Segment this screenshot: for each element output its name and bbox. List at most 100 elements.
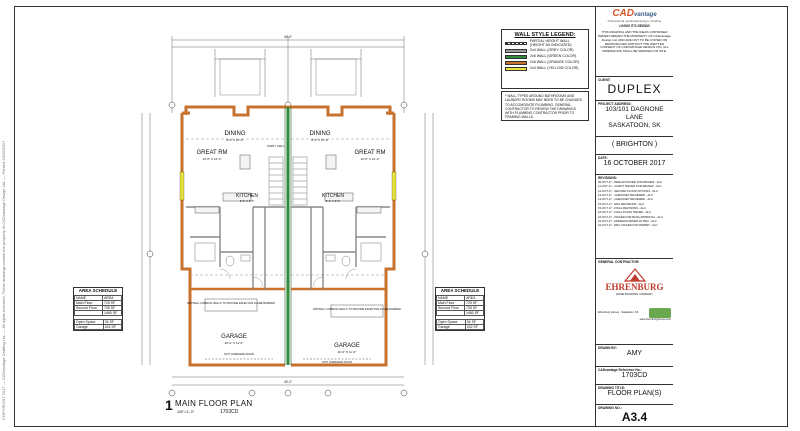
- designer-logo-cell: CADvantage Professional residential desi…: [596, 7, 673, 77]
- room-dim-dining-left: 8'-6" X 10'-0": [226, 138, 243, 142]
- address-cell: PROJECT ADDRESS: 103/101 DAGNONE LANE SA…: [596, 101, 673, 137]
- revision-item: 16-OCT-17 - ADDRESS ADDED W/ REV - ALC: [598, 218, 657, 223]
- logo-accent-text: vantage: [633, 12, 657, 18]
- reference-label: CADvantage Reference No.:: [598, 368, 642, 372]
- room-label-great-right: GREAT RM: [354, 150, 385, 156]
- legend-row: 2x6 WALL (ORANGE COLOR): [505, 61, 585, 66]
- garage-note-left: DRYWALL COMMON WALLS TO PROVIDE EFFECTIV…: [187, 301, 275, 305]
- logo-tagline: LIVING IT'S DESIGN: [619, 24, 650, 28]
- interior-walls: [186, 206, 390, 289]
- title-block: CADvantage Professional residential desi…: [595, 7, 673, 426]
- plan-ref: 1703CD: [220, 409, 239, 415]
- model-cell: ( BRIGHTON ): [596, 137, 673, 155]
- table-cell: [74, 309, 103, 316]
- revisions-label: REVISIONS:: [598, 176, 618, 180]
- beams: [186, 138, 390, 276]
- logo-main-text: CAD: [612, 8, 634, 19]
- drawing-number-label: DRAWING NO.:: [598, 406, 622, 410]
- revision-item: 15-OCT-17 - ENG REVISIONS - ALC: [598, 201, 645, 206]
- drawing-number-value: A3.4: [621, 410, 648, 424]
- room-dim-kitchen-left: 8'-6" X 9'-0": [240, 199, 255, 203]
- area-schedule-title: AREA SCHEDULE: [78, 288, 118, 293]
- revision-item: 05-OCT-17 - PRELIM ISSUED FOR REVIEW - A…: [598, 180, 663, 184]
- plan-number: 1: [165, 397, 173, 413]
- legend-swatch-partial: [505, 42, 527, 46]
- address-line-2: SASKATOON, SK: [608, 122, 661, 130]
- client-label: CLIENT:: [598, 78, 611, 82]
- upper-deck-outlines: [219, 58, 357, 96]
- table-cell: Garage: [74, 323, 104, 330]
- revision-item: 13-OCT-17 - CHECKSET REVIEWED - ALC: [598, 192, 653, 197]
- room-label-kitchen-right: KITCHEN: [322, 193, 344, 199]
- table-cell: 242 SF: [102, 323, 123, 330]
- legend-swatch-green: [505, 55, 527, 60]
- legend-swatch-yellow: [505, 67, 527, 72]
- revision-item: 16-OCT-17 - ISSUED FOR BLDG APPROVAL - A…: [598, 214, 663, 219]
- room-dim-great-left: 13'-0" X 12'-0": [203, 157, 222, 161]
- plan-title: MAIN FLOOR PLAN: [175, 399, 253, 408]
- revision-item: 16-OCT-17 - FINAL PLANS ISSUED - ALC: [598, 210, 652, 215]
- legend-label: PARTIAL HEIGHT WALL (HEIGHT AS INDICATED…: [530, 39, 572, 47]
- revision-item: 15-OCT-17 - FINAL REVISIONS - ALC: [598, 205, 646, 210]
- revision-item: 16-OCT-17 - REV. ISSUED FOR PERMIT - ALC: [598, 223, 658, 228]
- table-cell: [436, 309, 465, 316]
- drawn-by-label: DRAWN BY:: [598, 346, 617, 350]
- drawn-by-value: AMY: [626, 350, 643, 357]
- drawing-title-cell: DRAWING TITLE: FLOOR PLAN(S): [596, 385, 673, 405]
- room-dim-garage-left: 20'-0" X 11'-0": [225, 341, 244, 345]
- copyright-notice: THIS DRAWING AND THE IDEAS CONTAINED HER…: [598, 30, 671, 54]
- client-cell: CLIENT: DUPLEX: [596, 77, 673, 101]
- date-cell: DATE: 16 OCTOBER 2017: [596, 155, 673, 175]
- legend-swatch-orange: [505, 61, 527, 66]
- room-label-kitchen-left: KITCHEN: [236, 193, 258, 199]
- revision-item: 14-OCT-17 - CHECKSET REVIEWED - ALC: [598, 197, 653, 202]
- room-label-dining-left: DINING: [225, 131, 246, 137]
- grid-markers: [146, 101, 429, 397]
- partner-logo-icon: [649, 308, 671, 318]
- logo-subtitle: Professional residential design | Drafti…: [607, 19, 662, 23]
- dimension-lines: [141, 36, 434, 386]
- contractor-contact: Ehrenburg Homes · Saskatoon, SK: [598, 311, 639, 315]
- window-right: [391, 171, 397, 201]
- table-cell: 1460 SF: [101, 309, 123, 316]
- contractor-website: www.ehrenburghomes.com: [639, 318, 671, 321]
- revision-item: 11-OCT-17 - CLIENT ISSUED FOR REVIEW - A…: [598, 184, 662, 189]
- cadvantage-logo: CADvantage: [598, 8, 671, 19]
- window-left: [179, 171, 185, 201]
- overall-dim-top: 40'-0": [284, 35, 292, 39]
- room-dim-dining-right: 8'-6" X 10'-0": [311, 138, 328, 142]
- garage-note-right: DRYWALL COMMON WALLS TO PROVIDE EFFECTIV…: [313, 307, 401, 311]
- side-copyright-note: COPYRIGHT 2017 — CADvantage Drafting Ltd…: [1, 140, 6, 420]
- legend-label: 2x4 WALL (YELLOW COLOR): [530, 66, 579, 71]
- party-wall-label: PARTY WALL: [267, 144, 285, 148]
- reference-value: 1703CD: [621, 372, 648, 379]
- floor-plan-drawing: DINING 8'-6" X 10'-0" DINING 8'-6" X 10'…: [141, 35, 434, 397]
- address-line-1: 103/101 DAGNONE LANE: [605, 106, 664, 122]
- legend-label: 2x6 WALL (GREEN COLOR): [530, 54, 577, 59]
- overall-dim-bottom: 40'-0": [284, 380, 292, 384]
- room-label-garage-right: GARAGE: [334, 343, 360, 349]
- table-cell: 1460 SF: [463, 309, 485, 316]
- contractor-logo-icon: [623, 268, 646, 282]
- legend-label: 2x4 WALL (GREY COLOR): [530, 48, 574, 53]
- note-boxes: [204, 298, 384, 318]
- legend-row: PARTIAL HEIGHT WALL (HEIGHT AS INDICATED…: [505, 39, 585, 47]
- drawing-title-label: DRAWING TITLE:: [598, 386, 626, 390]
- table-cell: Garage: [436, 323, 466, 330]
- legend-row: 2x4 WALL (YELLOW COLOR): [505, 66, 585, 72]
- room-label-garage-left: GARAGE: [221, 334, 247, 340]
- legend-swatch-grey: [505, 49, 527, 54]
- table-cell: 242 SF: [464, 323, 485, 330]
- wall-style-legend: WALL STYLE LEGEND: PARTIAL HEIGHT WALL (…: [501, 29, 589, 89]
- revision-item: 12-OCT-17 - SECOND FLOOR OPTIONS - ALC: [598, 188, 658, 193]
- model-name: ( BRIGHTON ): [611, 141, 658, 148]
- legend-title: WALL STYLE LEGEND:: [514, 32, 576, 38]
- area-schedule-title: AREA SCHEDULE: [440, 288, 480, 293]
- contractor-label: GENERAL CONTRACTOR:: [598, 260, 640, 264]
